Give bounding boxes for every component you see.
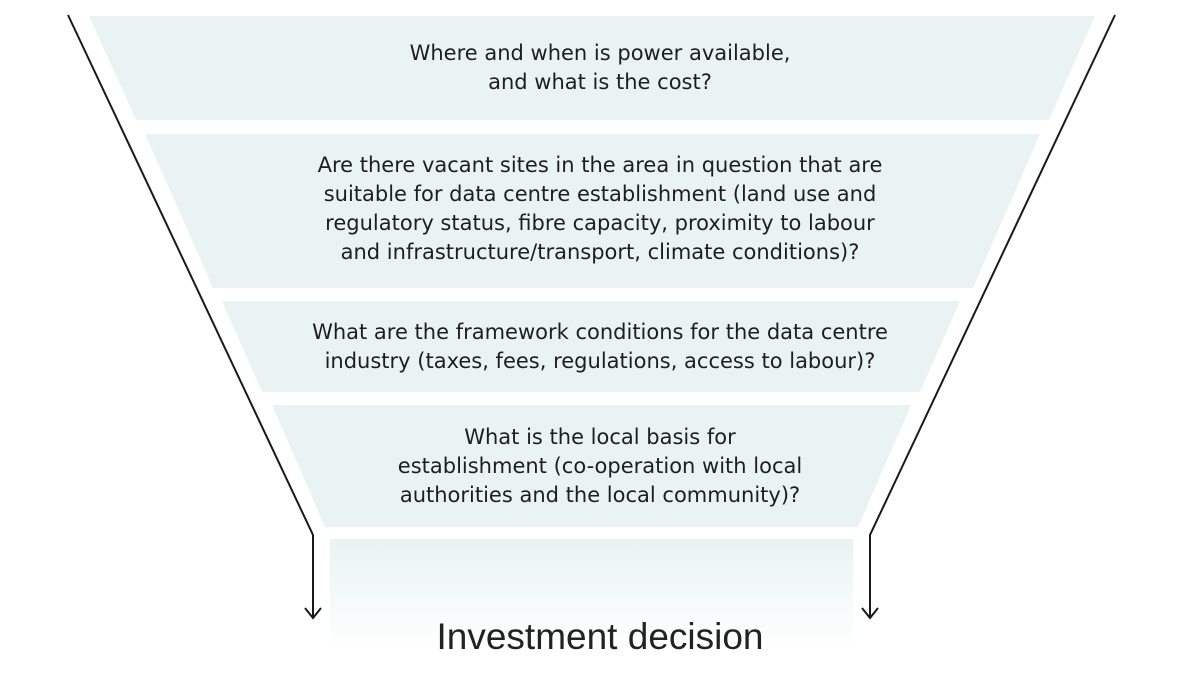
text-line: regulatory status, fibre capacity, proxi… xyxy=(325,211,875,235)
text-line: and what is the cost? xyxy=(488,70,712,94)
outcome-label: Investment decision xyxy=(436,616,764,657)
funnel-band-3 xyxy=(222,301,960,392)
stage-1-text: Where and when is power available, and w… xyxy=(0,39,1200,97)
text-line: What is the local basis for xyxy=(464,425,736,449)
right-funnel-arrow xyxy=(861,14,1116,620)
text-line: and infrastructure/transport, climate co… xyxy=(340,240,860,264)
text-line: authorities and the local community)? xyxy=(399,483,801,507)
text-line: suitable for data centre establishment (… xyxy=(323,182,877,206)
funnel-band-1 xyxy=(89,16,1095,120)
stage-4-text: What is the local basis for establishmen… xyxy=(0,423,1200,510)
text-line: What are the framework conditions for th… xyxy=(312,320,888,344)
funnel-band-2 xyxy=(145,134,1040,288)
funnel-band-4 xyxy=(272,405,911,527)
text-line: establishment (co-operation with local xyxy=(397,454,803,478)
stage-2-text: Are there vacant sites in the area in qu… xyxy=(0,151,1200,267)
text-line: Where and when is power available, xyxy=(409,41,791,65)
text-line: industry (taxes, fees, regulations, acce… xyxy=(324,349,876,373)
text-line: Are there vacant sites in the area in qu… xyxy=(317,153,883,177)
stage-3-text: What are the framework conditions for th… xyxy=(0,318,1200,376)
left-funnel-arrow xyxy=(67,14,322,620)
outcome-box xyxy=(330,539,853,651)
